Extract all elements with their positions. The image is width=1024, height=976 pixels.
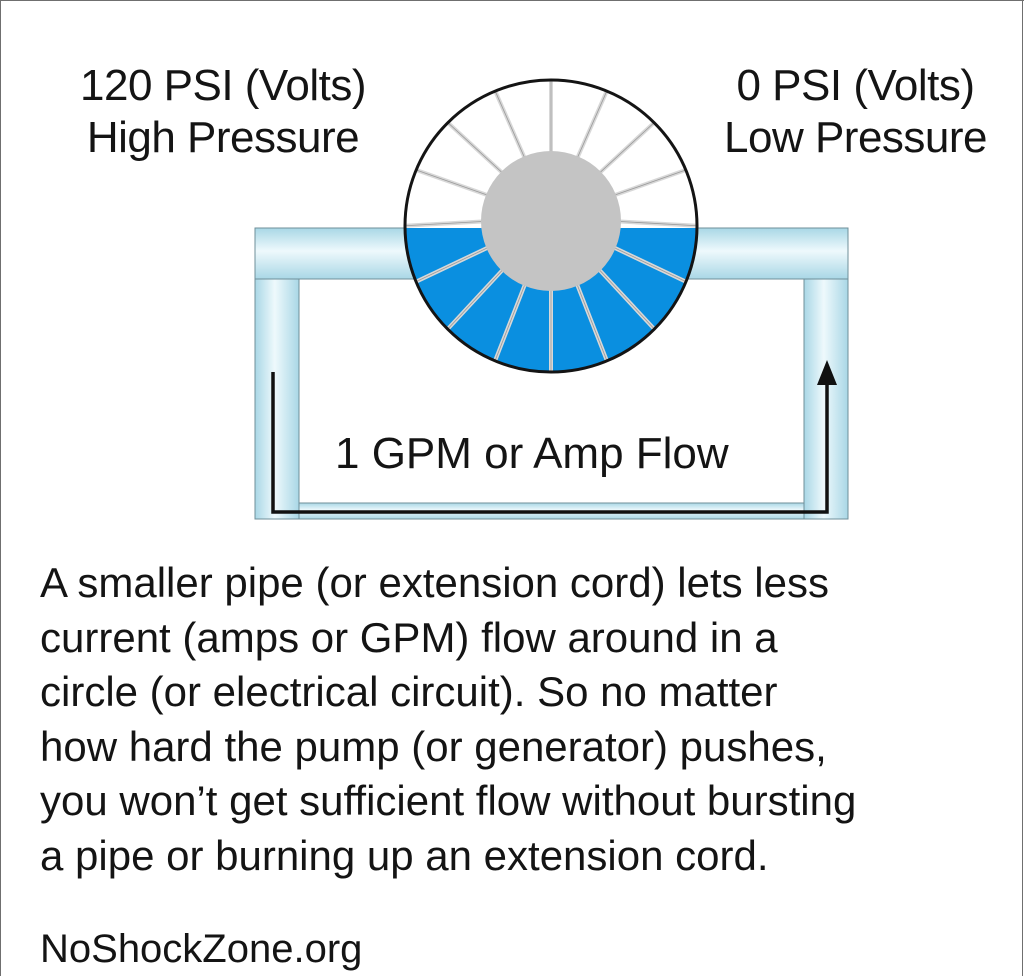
wheel-spokes bbox=[405, 80, 697, 372]
caption-line-5: you won’t get sufficient flow without bu… bbox=[40, 777, 857, 825]
high-pressure-text: High Pressure bbox=[86, 113, 360, 162]
wheel-hub bbox=[481, 151, 621, 291]
wheel-spoke-outline bbox=[412, 168, 496, 199]
high-pressure-label: 120 PSI (Volts) High Pressure bbox=[80, 60, 366, 164]
high-pressure-value: 120 PSI (Volts) bbox=[80, 61, 366, 110]
wheel-spoke-outline bbox=[606, 243, 690, 284]
wheel-spoke-outline bbox=[610, 220, 697, 227]
low-pressure-text: Low Pressure bbox=[724, 113, 988, 162]
wheel-spoke-outline bbox=[493, 276, 529, 365]
wheel-spoke-outline bbox=[593, 263, 658, 333]
flow-rate-label: 1 GPM or Amp Flow bbox=[335, 429, 729, 478]
wheel-rim bbox=[403, 78, 699, 374]
left-vertical-pipe bbox=[254, 278, 300, 520]
flow-arrow bbox=[271, 360, 837, 514]
explanation-caption: A smaller pipe (or extension cord) lets … bbox=[40, 556, 1020, 884]
water-wheel-icon bbox=[403, 78, 699, 374]
wheel-spoke-outline bbox=[593, 119, 658, 179]
frame-left-border bbox=[0, 0, 1, 976]
wheel-spoke-outline bbox=[405, 220, 492, 227]
low-pressure-value: 0 PSI (Volts) bbox=[736, 61, 975, 110]
wheel-spoke-outline bbox=[606, 168, 690, 199]
wheel-spoke-outline bbox=[444, 119, 509, 179]
frame-right-border bbox=[1022, 0, 1023, 976]
frame-top-border bbox=[0, 0, 1024, 1]
low-pressure-label: 0 PSI (Volts) Low Pressure bbox=[724, 60, 988, 164]
caption-line-1: A smaller pipe (or extension cord) lets … bbox=[40, 559, 829, 606]
pipe-circuit-diagram bbox=[254, 78, 849, 520]
wheel-spoke-outline bbox=[573, 276, 609, 365]
wheel-spoke-outline bbox=[444, 263, 509, 333]
wheel-spoke-outline bbox=[573, 87, 609, 166]
wheel-spoke-outline bbox=[412, 243, 496, 284]
wheel-spoke-outline bbox=[493, 87, 529, 166]
caption-line-4: how hard the pump (or generator) pushes, bbox=[40, 722, 827, 770]
site-name: NoShockZone.org bbox=[40, 927, 363, 971]
up-arrow-icon bbox=[817, 360, 837, 385]
caption-line-2: current (amps or GPM) flow around in a bbox=[40, 613, 778, 661]
top-pipe-right bbox=[679, 227, 849, 280]
top-pipe-left bbox=[254, 227, 424, 280]
caption-line-3: circle (or electrical circuit). So no ma… bbox=[40, 668, 778, 716]
caption-line-6: a pipe or burning up an extension cord. bbox=[40, 831, 769, 879]
flow-path-line bbox=[271, 372, 829, 514]
